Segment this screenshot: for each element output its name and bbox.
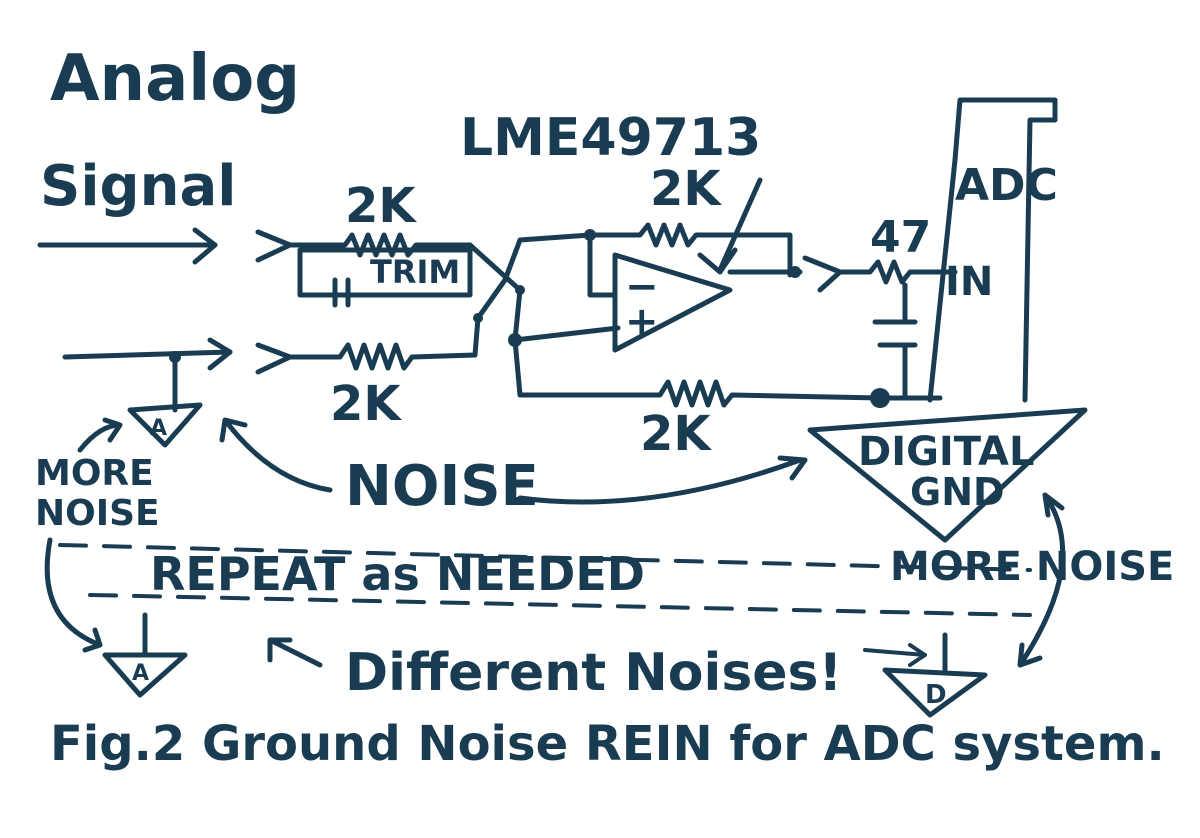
- junction-dot-output: [789, 266, 801, 278]
- more-noise-left-line2: NOISE: [35, 493, 160, 534]
- resistor-feedback-label: 2K: [650, 161, 722, 217]
- input-arrow-top: [37, 227, 218, 265]
- analog-ground-left: [127, 354, 203, 448]
- noise-arrow-right: [517, 455, 808, 505]
- more-noise-left-arrow-down: [44, 537, 103, 653]
- digital-ground-symbol: [807, 407, 1088, 543]
- different-noises-arrow: [267, 637, 323, 668]
- repeat-dashed-line-top: [58, 543, 1032, 572]
- wire-top-to-plus: [467, 242, 621, 343]
- resistor-top-input-label: 2K: [345, 178, 417, 234]
- repeat-dashed-line-bottom: [88, 593, 1032, 617]
- opamp-plus-label: +: [625, 299, 659, 345]
- analog-ground-bottom: [102, 612, 188, 698]
- resistor-bottom-long: [512, 337, 883, 408]
- capacitor-to-ground: [872, 282, 918, 398]
- trim-pot: [297, 247, 473, 308]
- adc-in-label: IN: [945, 259, 993, 305]
- signal-label: Signal: [40, 154, 236, 219]
- junction-dot-left-top: [515, 285, 525, 295]
- part-pointer-arrow: [697, 177, 763, 275]
- resistor-bottom-long-label: 2K: [640, 406, 712, 462]
- different-noises-right-arrow: [863, 643, 927, 667]
- adc-block: [927, 97, 1058, 403]
- resistor-top-input: [255, 229, 473, 263]
- more-noise-right-label: MORE NOISE: [890, 544, 1174, 590]
- resistor-output-label: 47: [870, 212, 931, 263]
- more-noise-left-arrow-up: [77, 417, 123, 453]
- more-noise-left-line1: MORE: [35, 453, 154, 494]
- digital-label: DIGITAL: [858, 429, 1034, 475]
- analog-label: Analog: [50, 42, 300, 116]
- different-noises-label: Different Noises!: [345, 643, 842, 703]
- noise-arrow-left: [219, 417, 333, 493]
- more-noise-right-arrow: [1017, 492, 1065, 668]
- resistor-bottom-input: [255, 232, 593, 375]
- adc-label: ADC: [955, 160, 1058, 211]
- analog-ground-bottom-label: A: [132, 661, 149, 686]
- digital-ground-bottom-label: D: [925, 680, 947, 710]
- resistor-bottom-input-label: 2K: [330, 376, 402, 432]
- junction-dot-cross: [473, 313, 483, 323]
- figure-caption: Fig.2 Ground Noise REIN for ADC system.: [50, 716, 1165, 772]
- gnd-label: GND: [910, 470, 1005, 514]
- digital-ground-bottom: [882, 632, 988, 718]
- analog-ground-left-label: A: [150, 416, 167, 441]
- opamp-part-label: LME49713: [460, 108, 761, 168]
- resistor-feedback: [587, 222, 793, 278]
- opamp-minus-label: −: [625, 264, 659, 310]
- noise-label: NOISE: [345, 454, 539, 519]
- input-arrow-bottom: [62, 337, 233, 371]
- repeat-label: REPEAT as NEEDED: [150, 547, 645, 601]
- resistor-output-47: [802, 255, 958, 293]
- trim-label: TRIM: [370, 253, 460, 291]
